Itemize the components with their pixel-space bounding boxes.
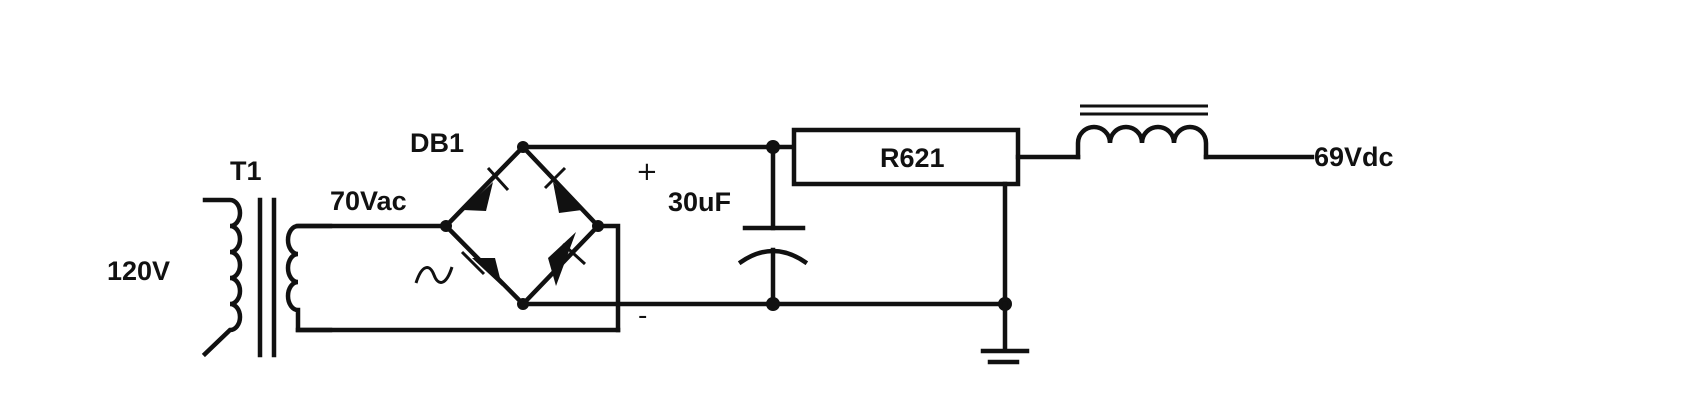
regulator-r621 <box>791 127 1081 353</box>
label-capacitor: 30uF <box>668 187 731 217</box>
label-input-voltage: 120V <box>107 256 170 286</box>
dc-rails <box>520 144 1008 307</box>
bridge-outline <box>442 143 602 308</box>
secondary-winding <box>285 223 333 333</box>
label-output-voltage: 69Vdc <box>1314 142 1394 172</box>
diode-bottom-left <box>460 250 502 286</box>
diode-top-right <box>543 166 582 213</box>
label-secondary-voltage: 70Vac <box>330 186 407 216</box>
transformer-t1 <box>201 197 333 358</box>
label-plus: + <box>636 157 658 187</box>
label-bridge: DB1 <box>410 128 464 158</box>
diode-top-left <box>463 166 510 211</box>
inductor-choke <box>1075 104 1315 160</box>
secondary-wires <box>295 223 621 333</box>
capacitor-30uf <box>737 140 809 311</box>
bridge-rectifier-db1 <box>414 141 604 310</box>
diode-bottom-right <box>548 232 587 286</box>
label-transformer: T1 <box>230 156 262 186</box>
label-minus: - <box>638 301 647 331</box>
primary-winding <box>201 197 243 358</box>
ground-symbol <box>980 348 1030 365</box>
ac-sine-symbol <box>414 266 454 284</box>
label-regulator: R621 <box>880 143 945 173</box>
